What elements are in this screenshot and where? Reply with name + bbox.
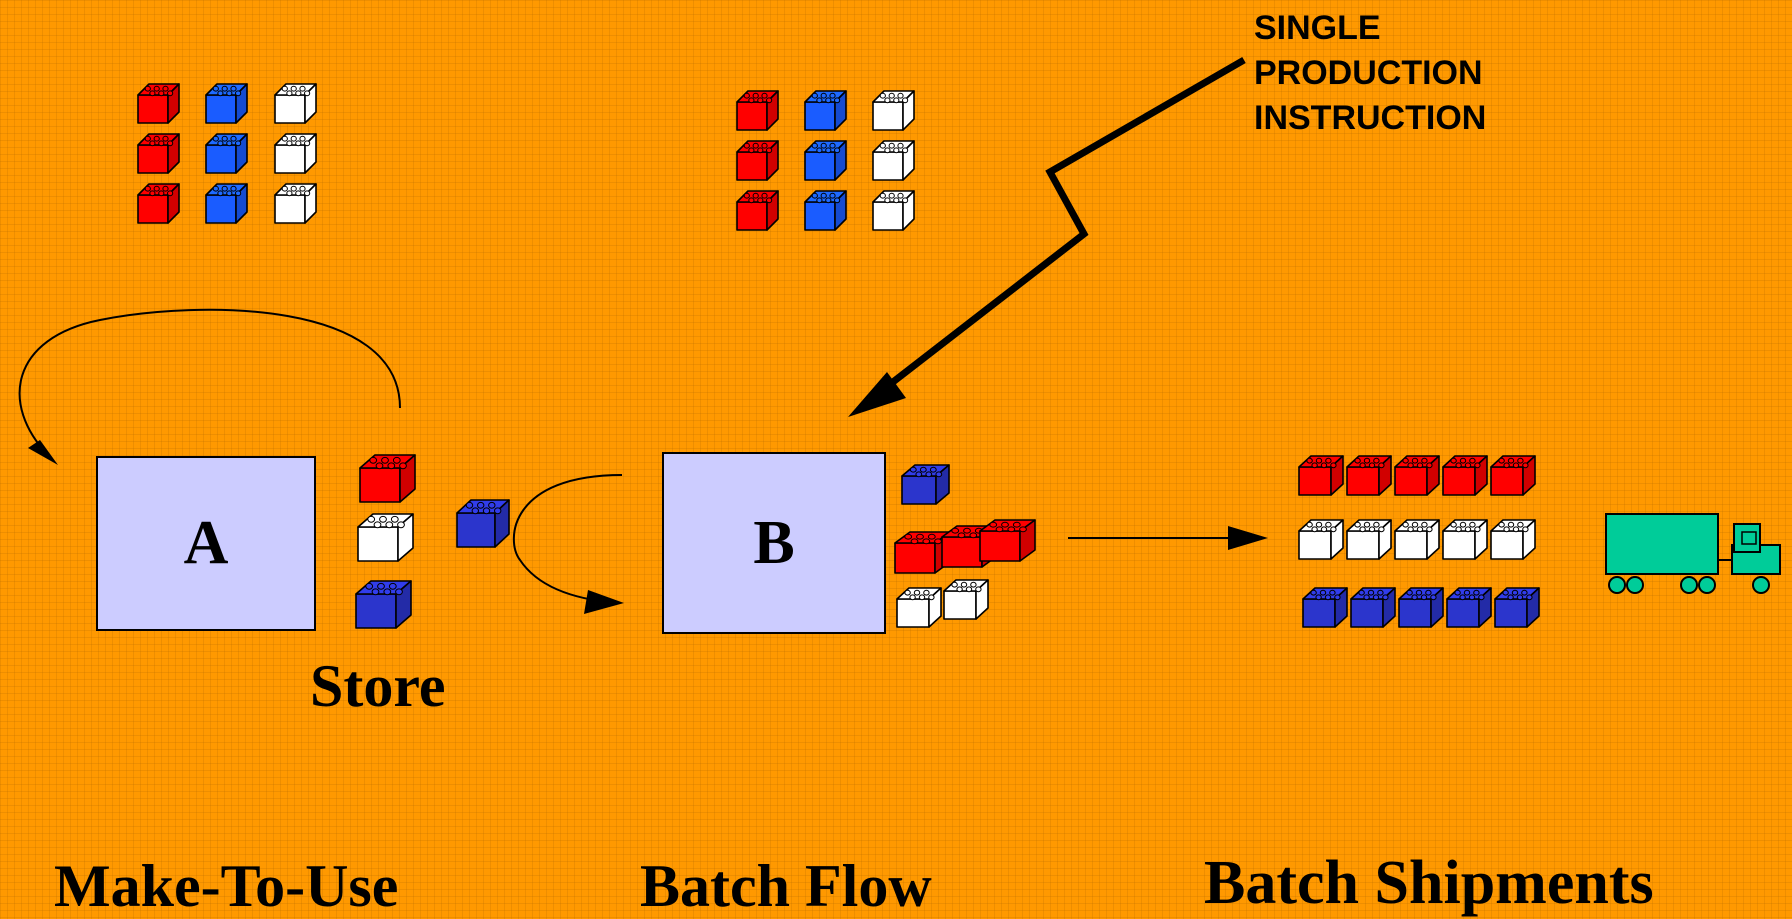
brick-icon (1442, 455, 1488, 496)
brick-icon (1490, 455, 1536, 496)
brick-icon (1442, 519, 1488, 560)
brick-icon (872, 140, 915, 181)
brick-icon (1298, 455, 1344, 496)
brick-icon (137, 183, 180, 224)
station-b: B (662, 452, 886, 634)
brick-icon (1350, 587, 1396, 628)
batch-shipments-label: Batch Shipments (1204, 849, 1654, 917)
batch-flow-label: Batch Flow (640, 853, 932, 919)
brick-icon (205, 183, 248, 224)
brick-icon (355, 580, 412, 629)
brick-icon (359, 454, 416, 503)
ship-arrow (1068, 526, 1268, 550)
brick-icon (943, 579, 989, 620)
single-production-instruction: SINGLE PRODUCTION INSTRUCTION (1254, 6, 1486, 141)
instruction-line: SINGLE (1254, 9, 1381, 47)
truck-icon (1605, 513, 1781, 594)
brick-icon (456, 499, 510, 548)
brick-icon (872, 90, 915, 131)
brick-icon (1398, 587, 1444, 628)
brick-icon (137, 83, 180, 124)
brick-icon (274, 83, 317, 124)
brick-icon (137, 133, 180, 174)
brick-icon (205, 133, 248, 174)
brick-icon (1394, 519, 1440, 560)
brick-icon (205, 83, 248, 124)
brick-icon (804, 190, 847, 231)
brick-icon (872, 190, 915, 231)
brick-icon (1346, 455, 1392, 496)
brick-icon (896, 587, 942, 628)
brick-icon (1346, 519, 1392, 560)
make-to-use-loop-arrow (18, 308, 401, 465)
instruction-line: PRODUCTION (1254, 54, 1483, 92)
instruction-line: INSTRUCTION (1254, 99, 1487, 137)
brick-icon (736, 140, 779, 181)
brick-icon (1298, 519, 1344, 560)
brick-icon (1494, 587, 1540, 628)
brick-icon (357, 513, 414, 562)
brick-icon (979, 519, 1036, 562)
brick-icon (736, 190, 779, 231)
brick-icon (1394, 455, 1440, 496)
station-a: A (96, 456, 316, 631)
brick-icon (1302, 587, 1348, 628)
feed-arrow-to-b (512, 474, 624, 614)
instruction-lightning-arrow (848, 56, 1246, 417)
brick-icon (901, 464, 950, 505)
brick-icon (1490, 519, 1536, 560)
brick-icon (274, 183, 317, 224)
store-label: Store (310, 653, 446, 719)
brick-icon (1446, 587, 1492, 628)
brick-icon (804, 140, 847, 181)
brick-icon (804, 90, 847, 131)
brick-group (137, 83, 1540, 629)
make-to-use-label: Make-To-Use (54, 853, 399, 919)
brick-icon (736, 90, 779, 131)
brick-icon (274, 133, 317, 174)
